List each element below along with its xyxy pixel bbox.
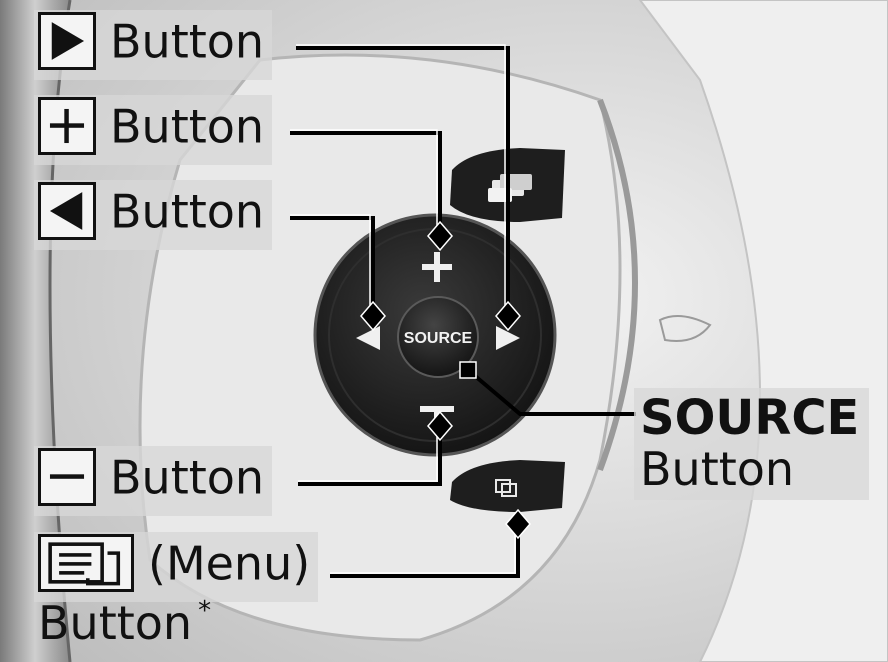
- marker-menu: [505, 508, 531, 540]
- prev-button-label: Button: [34, 180, 273, 250]
- source-center-button: [397, 296, 479, 378]
- plus-button-text: Button: [110, 99, 265, 154]
- plus-button-label: Button: [34, 95, 273, 165]
- next-button-label: Button: [34, 10, 273, 80]
- leader-next: [296, 46, 510, 316]
- marker-prev: [360, 300, 386, 332]
- next-button-text: Button: [110, 14, 265, 69]
- menu-button-sublabel: Button*: [34, 594, 219, 652]
- leader-markers: [360, 220, 531, 540]
- minus-button-text: Button: [110, 450, 265, 505]
- footnote-star: *: [198, 596, 212, 626]
- menu-button-icon: [495, 479, 517, 497]
- leader-minus: [298, 426, 442, 486]
- menu-button: [450, 460, 565, 512]
- marker-plus: [427, 220, 453, 252]
- leader-lines-light: [290, 44, 516, 574]
- source-subtitle: Button: [640, 442, 795, 496]
- menu-sub-text: Button: [38, 596, 193, 650]
- marker-minus: [427, 410, 453, 442]
- source-button-label: SOURCE Button: [634, 388, 870, 500]
- leader-menu: [330, 524, 520, 578]
- minus-icon: [38, 448, 96, 506]
- reverse-triangle-icon: [38, 182, 96, 240]
- play-triangle-icon: [38, 12, 96, 70]
- minus-button-label: Button: [34, 446, 273, 516]
- marker-next: [495, 300, 521, 332]
- menu-button-label: (Menu): [34, 532, 319, 602]
- prev-button-text: Button: [110, 184, 265, 239]
- marker-source: [459, 361, 477, 379]
- menu-icon: [38, 534, 134, 592]
- leader-prev: [290, 216, 375, 316]
- leader-lines: [290, 46, 636, 578]
- leader-plus: [290, 131, 442, 236]
- menu-paren-text: (Menu): [148, 536, 311, 591]
- source-title: SOURCE: [640, 390, 860, 446]
- source-center-label: SOURCE: [404, 330, 473, 347]
- leader-source: [466, 368, 636, 416]
- plus-icon: [38, 97, 96, 155]
